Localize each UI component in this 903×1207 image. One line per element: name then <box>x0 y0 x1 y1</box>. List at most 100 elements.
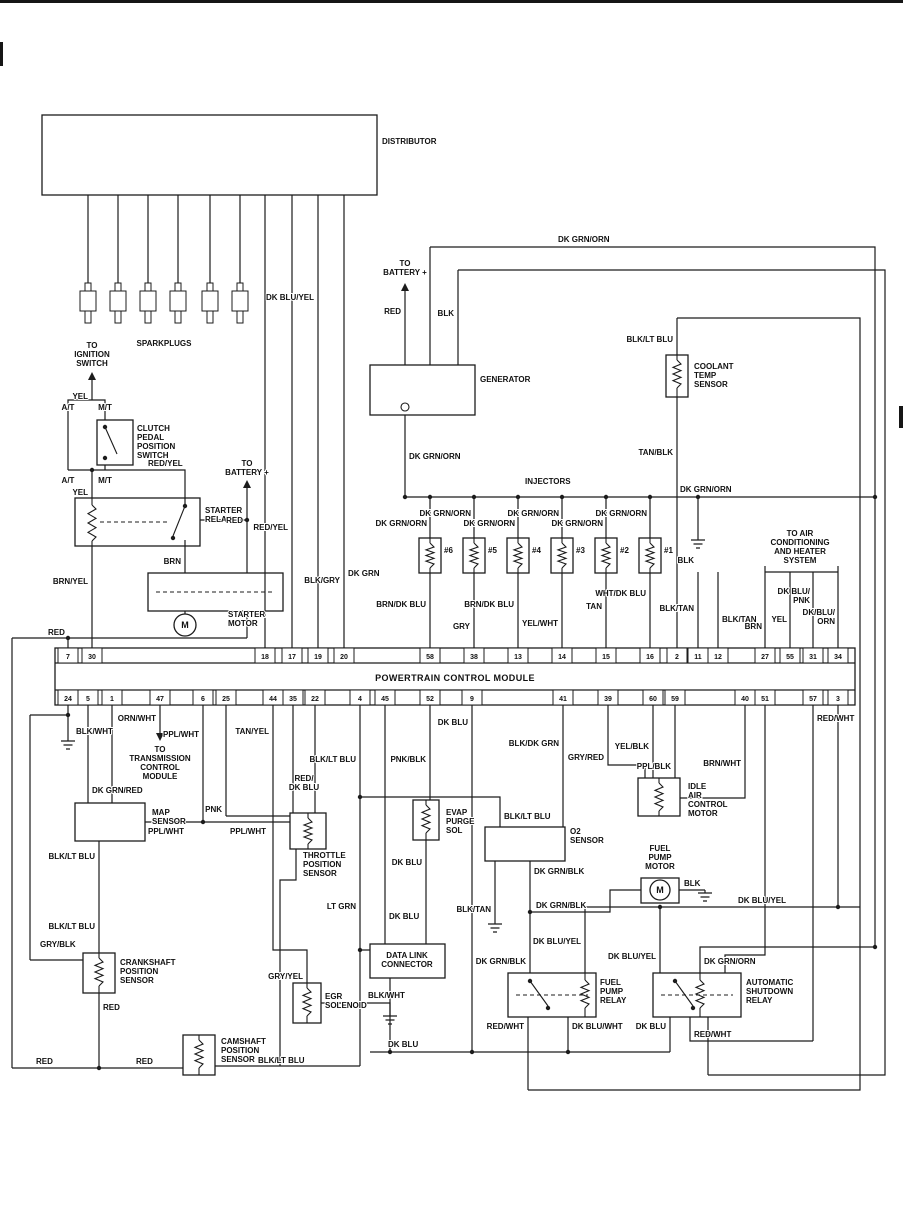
wires-below-pcm-right <box>359 705 875 1066</box>
pcm-label: POWERTRAIN CONTROL MODULE <box>375 673 535 683</box>
wire-label: YEL <box>72 392 88 401</box>
wire-label: YEL <box>72 488 88 497</box>
sparkplug <box>169 290 187 312</box>
arrow-up-icon <box>88 372 96 380</box>
pcm-pin-cell <box>463 647 485 664</box>
wire-label: YEL <box>771 615 787 624</box>
pcm-pin-cell <box>707 647 729 664</box>
pcm-pin-number: 19 <box>314 654 322 661</box>
generator-label: GENERATOR <box>480 375 531 384</box>
scan-artifact <box>0 0 903 3</box>
pcm-pin-number: 18 <box>261 654 269 661</box>
coil-symbol <box>600 538 612 573</box>
wire-label: BLK/WHT <box>368 991 405 1000</box>
injectors-label: INJECTORS <box>525 477 571 486</box>
wire-label: RED/WHT <box>817 714 854 723</box>
pcm-pin-cell <box>419 647 441 664</box>
wire-label: RED/YEL <box>253 523 288 532</box>
pcm-pin-cell <box>802 689 824 706</box>
pcm-pin-number: 39 <box>604 696 612 703</box>
junction-dot <box>603 494 609 500</box>
coil-symbol <box>424 538 436 573</box>
pcm-pin-cell <box>802 647 824 664</box>
wire-label: WHT/DK BLU <box>595 589 646 598</box>
wire-label: RED/DK BLU <box>289 774 319 792</box>
coil-symbols-group <box>86 359 706 1069</box>
junction-dot <box>545 1005 551 1011</box>
sparkplug <box>236 310 244 324</box>
fuel-pump-motor-symbol <box>649 879 671 901</box>
wire-label: BLK/LT BLU <box>48 922 95 931</box>
sparkplug <box>144 310 152 324</box>
pcm-pin-cell <box>639 647 661 664</box>
wire-label: DK BLU <box>388 1040 418 1049</box>
wire-label: YEL/WHT <box>522 619 558 628</box>
wire-label: DK GRN/ORN <box>704 957 756 966</box>
wire-label: RED <box>384 307 401 316</box>
junction-dot <box>357 947 363 953</box>
pcm-pin-number: 22 <box>311 696 319 703</box>
junction-dot <box>96 1065 102 1071</box>
motor-m-label: M <box>656 885 664 895</box>
wire-label: M/T <box>98 476 112 485</box>
arrow-up-icon <box>401 283 409 291</box>
wire-label: DK GRN/ORN <box>463 519 515 528</box>
pcm-pin-cell <box>101 689 123 706</box>
wire-label: RED <box>103 1003 120 1012</box>
wire-label: GRY/BLK <box>40 940 76 949</box>
wire-label: GRY/YEL <box>268 972 303 981</box>
pcm-pin-number: 45 <box>381 696 389 703</box>
pcm-pin-number: 14 <box>558 654 566 661</box>
pcm-pin-cell <box>77 689 99 706</box>
pcm-pin-cell <box>754 647 776 664</box>
wires-ac-heater-bracket <box>764 566 839 648</box>
wire-label: BLK/TAN <box>659 604 694 613</box>
pcm-pin-number: 52 <box>426 696 434 703</box>
sparkplug <box>236 282 244 292</box>
coil-symbol <box>694 979 706 1009</box>
pcm-pin-number: 7 <box>66 654 70 661</box>
sparkplug <box>206 310 214 324</box>
pcm-pin-number: 13 <box>514 654 522 661</box>
wires-ignition-starter <box>11 380 248 1069</box>
junction-dot <box>672 978 678 984</box>
junction-dot <box>695 494 701 500</box>
coil-symbol <box>512 538 524 573</box>
pcm-pin-number: 38 <box>470 654 478 661</box>
wire-label: DK BLU/WHT <box>572 1022 623 1031</box>
wire-label: DK GRN/ORN <box>680 485 732 494</box>
junction-dot <box>65 712 71 718</box>
injector-number: #4 <box>532 546 541 555</box>
wire-label: A/T <box>62 476 75 485</box>
wire-label: GRY/RED <box>568 753 604 762</box>
pcm-pin-cell <box>307 647 329 664</box>
pcm-pin-cell <box>57 647 79 664</box>
wire-label: BLK/DK GRN <box>509 739 559 748</box>
wire-label: PNK/BLK <box>390 755 426 764</box>
wire-label: DK GRN/ORN <box>409 452 461 461</box>
junction-dot <box>89 467 95 473</box>
wire-label: DK GRN <box>348 569 380 578</box>
pcm-pin-cell <box>349 689 371 706</box>
sparkplug <box>114 282 122 292</box>
wire-label: PPL/WHT <box>230 827 266 836</box>
pcm-pin-number: 17 <box>288 654 296 661</box>
wire-label: DK BLU/YEL <box>266 293 314 302</box>
pcm-pin-number: 35 <box>289 696 297 703</box>
wire-label: TAN <box>586 602 602 611</box>
pcm-pin-number: 44 <box>269 696 277 703</box>
injector-number: #2 <box>620 546 629 555</box>
pcm-pin-number: 5 <box>86 696 90 703</box>
clutch-pedal-position-switch-box <box>96 419 134 466</box>
wire-label: BRN/DK BLU <box>376 600 426 609</box>
